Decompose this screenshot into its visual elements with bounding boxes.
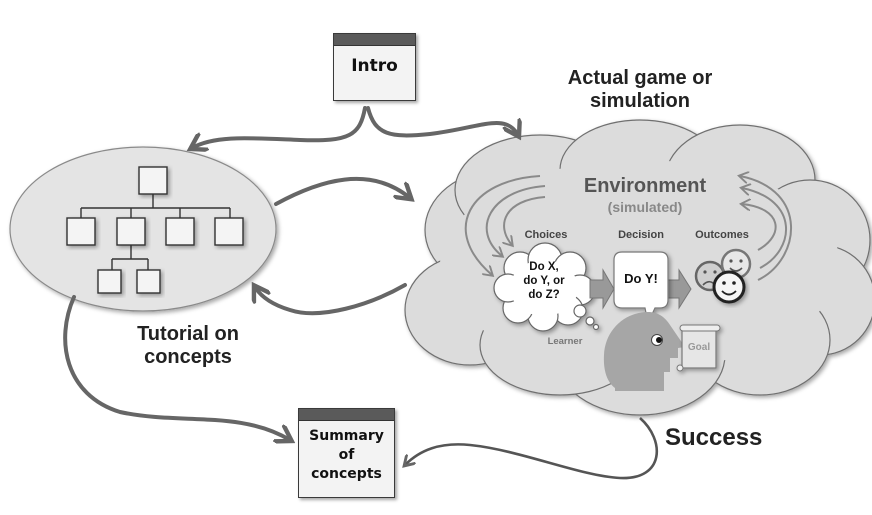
decision-to-outcomes-arrow bbox=[667, 268, 692, 310]
summary-card[interactable]: Summary of concepts bbox=[298, 408, 395, 498]
learner-head-icon bbox=[603, 312, 685, 391]
outcomes-heading: Outcomes bbox=[695, 229, 749, 241]
goal-scroll-icon bbox=[676, 324, 721, 372]
success-label: Success bbox=[665, 424, 763, 451]
outcome-face-happy-front bbox=[712, 270, 746, 304]
game-title: Actual game or simulation bbox=[540, 67, 740, 113]
choices-to-decision-arrow bbox=[589, 268, 615, 310]
choices-line3: do Z? bbox=[528, 289, 560, 301]
arrow-tutorial-to-game bbox=[274, 177, 410, 206]
arrow-tutorial-to-summary bbox=[63, 295, 290, 440]
environment-title: Environment bbox=[583, 175, 707, 197]
learner-label: Learner bbox=[547, 336, 583, 347]
intro-label: Intro bbox=[351, 56, 398, 76]
choices-text: Do X, do Y, or do Z? bbox=[514, 260, 574, 302]
summary-label-line1: Summary bbox=[309, 428, 384, 444]
summary-label-line3: concepts bbox=[311, 466, 382, 482]
tutorial-label-line1: Tutorial on bbox=[137, 323, 239, 345]
arrow-intro-to-tutorial bbox=[192, 106, 367, 148]
tutorial-label: Tutorial on concepts bbox=[98, 323, 278, 369]
arrow-success-to-summary bbox=[405, 417, 659, 480]
intro-card-header bbox=[334, 34, 415, 46]
arrow-intro-to-game bbox=[366, 106, 518, 135]
summary-card-header bbox=[299, 409, 394, 421]
arrow-game-to-tutorial bbox=[255, 285, 407, 316]
intro-card[interactable]: Intro bbox=[333, 33, 416, 101]
environment-to-choices-arrows bbox=[464, 175, 546, 275]
decision-heading: Decision bbox=[618, 229, 664, 241]
choices-heading: Choices bbox=[524, 229, 568, 241]
summary-label-line2: of bbox=[338, 447, 355, 463]
goal-label: Goal bbox=[687, 342, 711, 353]
game-title-line1: Actual game or bbox=[567, 67, 713, 89]
environment-subtitle: (simulated) bbox=[607, 199, 683, 215]
game-title-line2: simulation bbox=[589, 90, 690, 112]
tutorial-label-line2: concepts bbox=[144, 346, 232, 368]
choices-line1: Do X, bbox=[529, 261, 559, 273]
choices-line2: do Y, or bbox=[523, 275, 565, 287]
org-chart-icon bbox=[66, 166, 244, 294]
outcomes-to-environment-arrows bbox=[740, 176, 792, 281]
decision-text: Do Y! bbox=[624, 271, 658, 286]
